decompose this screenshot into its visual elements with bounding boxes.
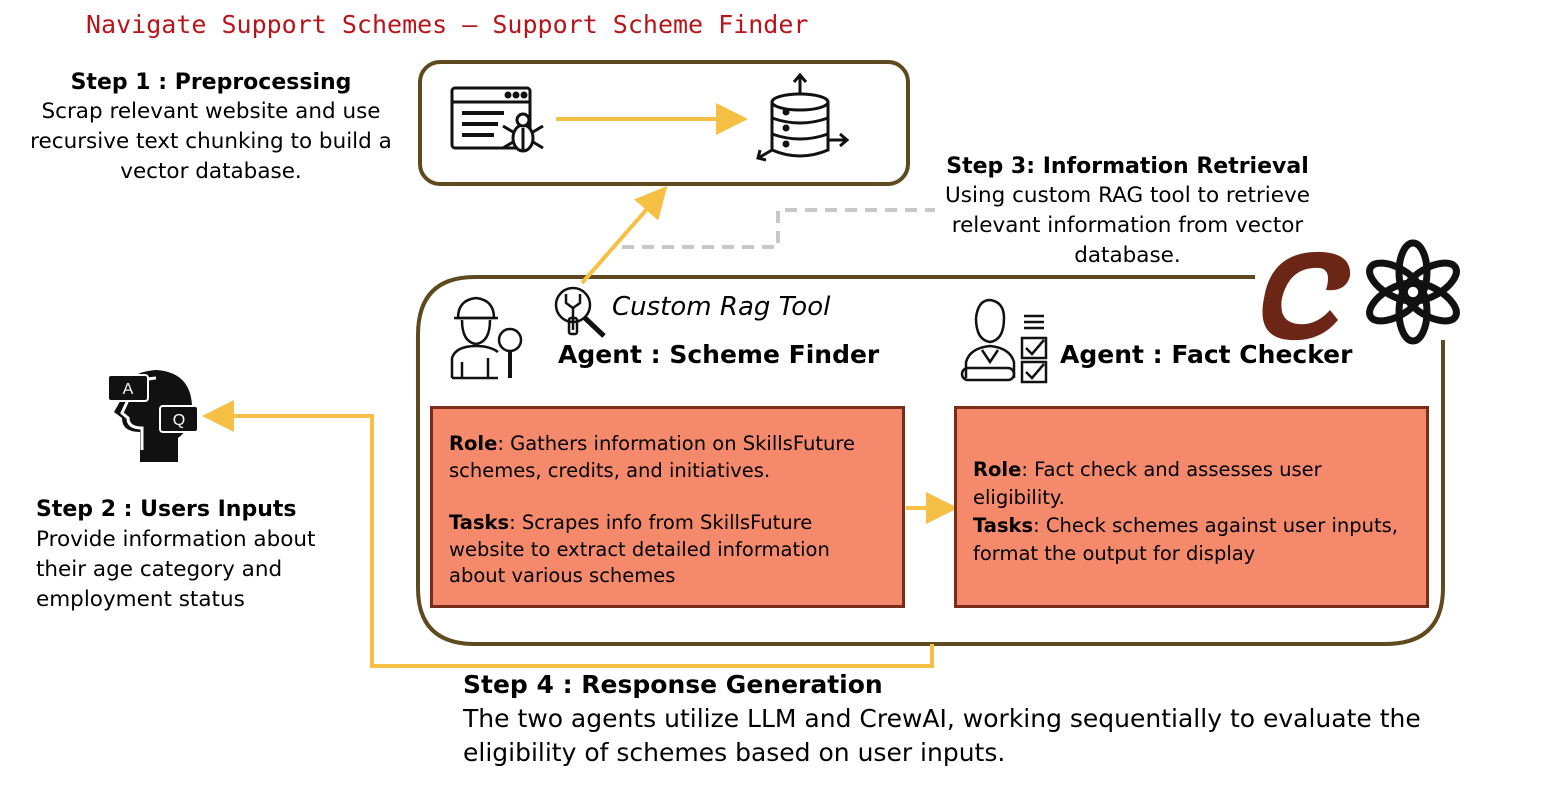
agent1-role-text: : Gathers information on SkillsFuture sc… xyxy=(449,432,855,482)
scheme-finder-box: Role: Gathers information on SkillsFutur… xyxy=(430,406,905,608)
worker-search-icon xyxy=(450,296,523,380)
crewai-logo xyxy=(1262,251,1351,341)
question-letter: Q xyxy=(173,412,185,429)
step3-body: Using custom RAG tool to retrieve releva… xyxy=(945,183,1310,268)
agent2-tasks-text: : Check schemes against user inputs, for… xyxy=(973,514,1398,565)
openai-logo xyxy=(1366,239,1460,345)
diagram-title: Navigate Support Schemes – Support Schem… xyxy=(86,10,809,39)
step4-block: Step 4 : Response Generation The two age… xyxy=(463,668,1473,770)
user-qa-head-icon: A Q xyxy=(107,370,199,462)
rag-tool-label: Custom Rag Tool xyxy=(612,292,831,322)
agent1-tasks: Tasks: Scrapes info from SkillsFuture we… xyxy=(449,510,886,590)
response-loop-arrow xyxy=(202,400,934,668)
step1-block: Step 1 : Preprocessing Scrap relevant we… xyxy=(20,69,402,187)
agent2-tasks-label: Tasks xyxy=(973,514,1034,537)
step3-heading: Step 3: Information Retrieval xyxy=(946,154,1309,179)
preprocessing-frame xyxy=(418,60,910,186)
step1-heading: Step 1 : Preprocessing xyxy=(70,70,352,95)
tool-search-icon xyxy=(554,286,606,338)
database-icon xyxy=(756,72,850,162)
agent1-role-label: Role xyxy=(449,432,498,455)
agent2-role-text: : Fact check and assesses user eligibili… xyxy=(973,458,1322,509)
agent2-tasks: Tasks: Check schemes against user inputs… xyxy=(973,512,1410,568)
retrieval-dashed-line xyxy=(622,208,935,249)
agent2-role-label: Role xyxy=(973,458,1022,481)
agent2-role: Role: Fact check and assesses user eligi… xyxy=(973,456,1410,512)
agent1-title: Agent : Scheme Finder xyxy=(558,340,880,369)
agent-checklist-icon xyxy=(960,298,1048,384)
fact-checker-box: Role: Fact check and assesses user eligi… xyxy=(954,406,1429,608)
step4-body: The two agents utilize LLM and CrewAI, w… xyxy=(463,704,1421,767)
arrow-rag-to-preprocessing xyxy=(580,185,668,285)
agents-frame xyxy=(416,275,1445,646)
agent1-tasks-label: Tasks xyxy=(449,511,510,534)
step2-heading: Step 2 : Users Inputs xyxy=(36,497,297,522)
step2-block: Step 2 : Users Inputs Provide informatio… xyxy=(36,495,336,615)
agent1-role: Role: Gathers information on SkillsFutur… xyxy=(449,431,886,484)
step1-body: Scrap relevant website and use recursive… xyxy=(30,99,392,184)
step3-block: Step 3: Information Retrieval Using cust… xyxy=(935,153,1320,271)
step4-heading: Step 4 : Response Generation xyxy=(463,670,883,699)
web-scraper-icon xyxy=(450,86,544,153)
agent2-title: Agent : Fact Checker xyxy=(1060,340,1353,369)
step2-body: Provide information about their age cate… xyxy=(36,527,316,612)
agent1-tasks-text: : Scrapes info from SkillsFuture website… xyxy=(449,511,830,587)
answer-letter: A xyxy=(123,381,134,398)
